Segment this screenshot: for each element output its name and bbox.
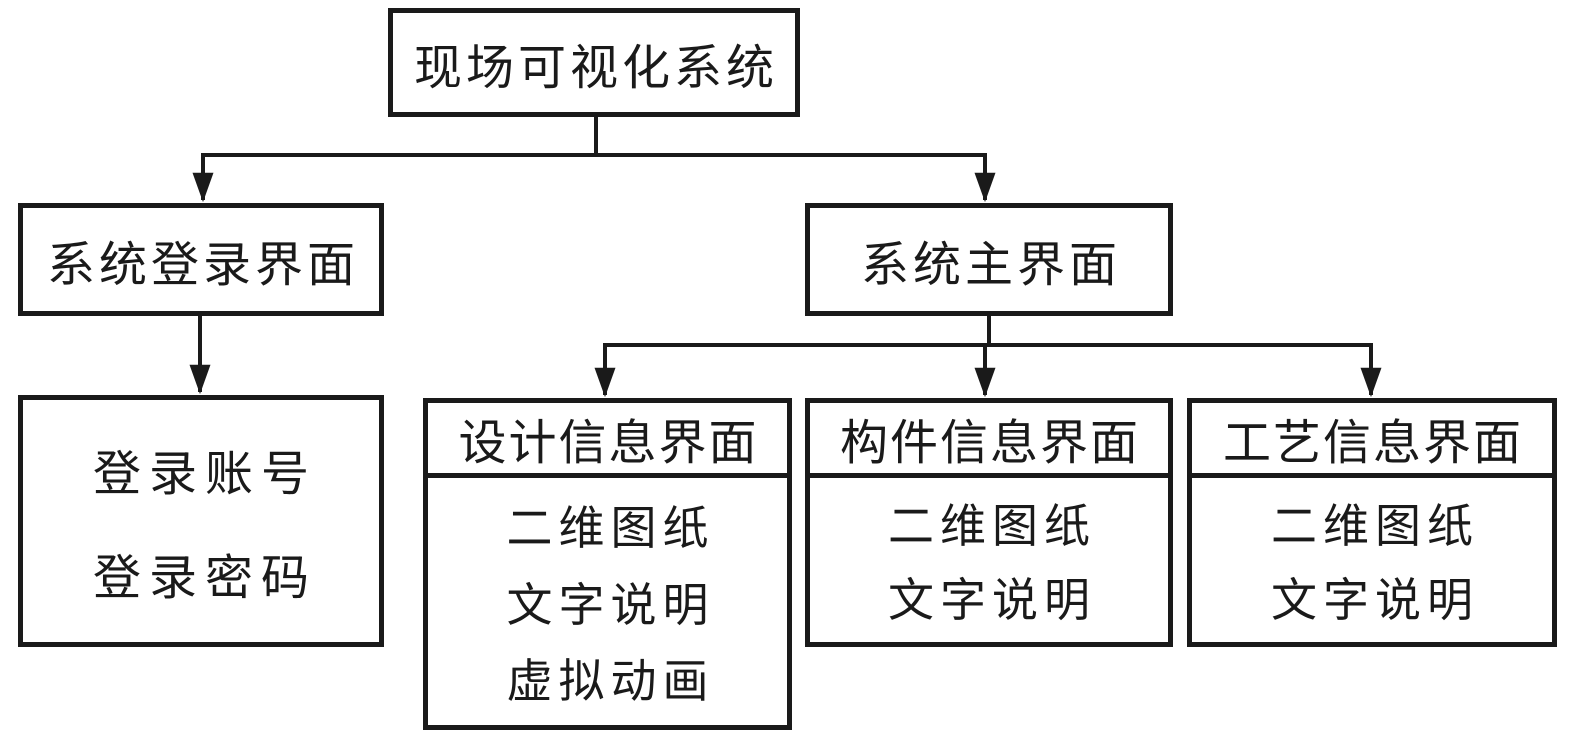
panel-item: 文字说明 [888,573,1096,627]
panel-process-body: 二维图纸 文字说明 [1192,478,1552,642]
node-main-interface: 系统主界面 [805,203,1173,316]
panel-component-info: 构件信息界面 二维图纸 文字说明 [805,398,1173,647]
panel-item: 二维图纸 [506,501,715,556]
panel-item: 虚拟动画 [506,653,715,708]
panel-item: 二维图纸 [888,499,1096,553]
panel-process-header: 工艺信息界面 [1192,403,1552,478]
panel-item: 文字说明 [1271,573,1479,627]
panel-process-info: 工艺信息界面 二维图纸 文字说明 [1187,398,1557,647]
panel-item: 二维图纸 [1271,499,1479,553]
node-login-detail: 登录账号 登录密码 [18,395,384,647]
login-detail-password: 登录密码 [92,550,317,606]
panel-design-info: 设计信息界面 二维图纸 文字说明 虚拟动画 [423,398,792,730]
panel-component-body: 二维图纸 文字说明 [810,478,1168,642]
node-login-interface: 系统登录界面 [18,203,384,316]
panel-design-body: 二维图纸 文字说明 虚拟动画 [428,478,787,725]
panel-design-header: 设计信息界面 [428,403,787,478]
panel-item: 文字说明 [506,577,715,632]
node-root-system: 现场可视化系统 [388,8,800,117]
panel-component-header: 构件信息界面 [810,403,1168,478]
login-detail-account: 登录账号 [92,446,317,502]
